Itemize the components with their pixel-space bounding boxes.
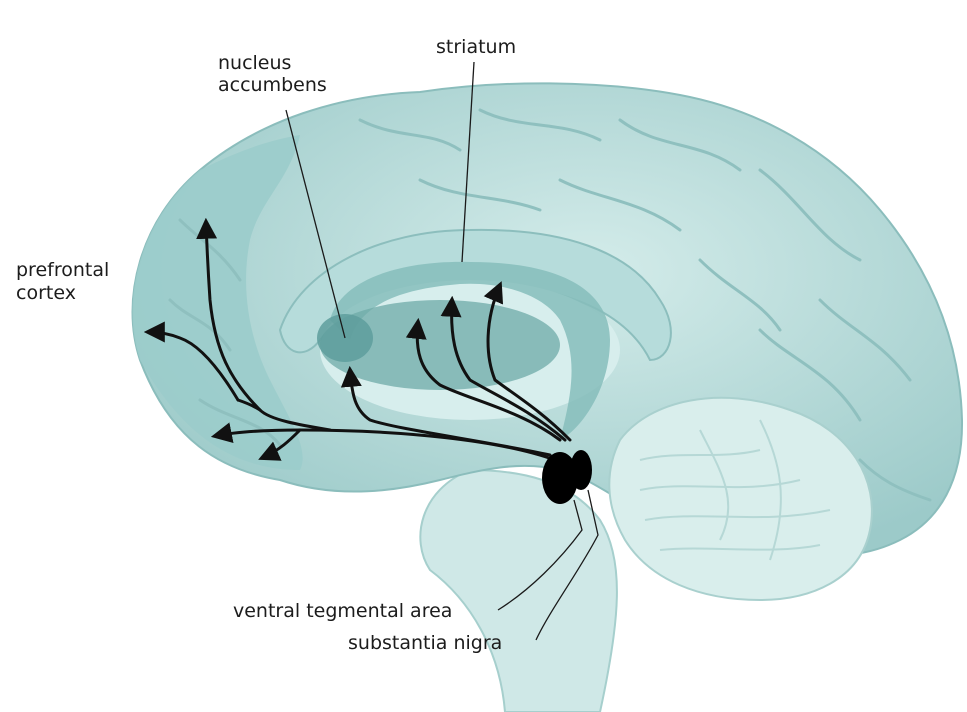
label-vta: ventral tegmental area	[233, 600, 452, 622]
substantia-nigra-nucleus	[570, 450, 592, 490]
label-substantia-nigra: substantia nigra	[348, 632, 502, 654]
label-prefrontal-line2: cortex	[16, 282, 76, 304]
label-striatum: striatum	[436, 36, 516, 58]
label-prefrontal-line1: prefrontal	[16, 259, 109, 281]
brainstem	[420, 470, 617, 712]
label-nucleus-accumbens-line2: accumbens	[218, 74, 327, 96]
label-nucleus-accumbens-line1: nucleus	[218, 52, 291, 74]
